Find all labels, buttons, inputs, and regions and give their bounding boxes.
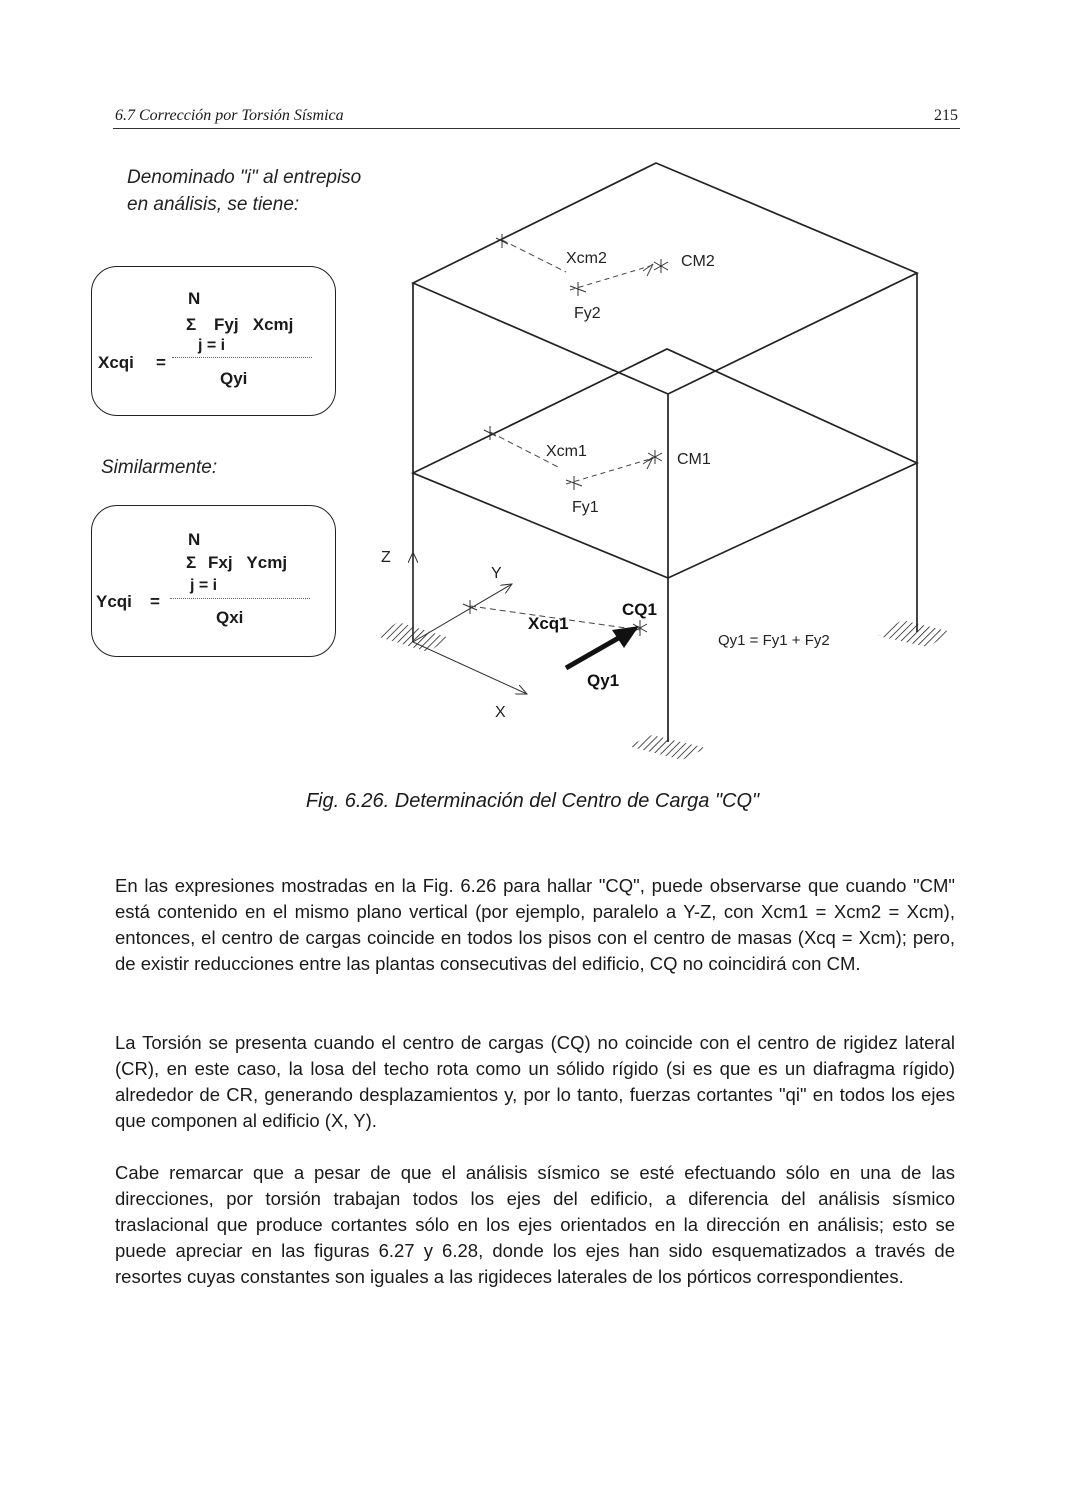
paragraph-1: En las expresiones mostradas en la Fig. …	[115, 875, 955, 974]
label-cm2: CM2	[681, 253, 715, 270]
fy1-arrow-head	[642, 456, 654, 470]
intro-line-1: Denominado "i" al entrepiso	[127, 167, 362, 188]
cm1-mark	[647, 450, 663, 464]
formula-y-equals: =	[150, 592, 160, 611]
label-z: Z	[381, 549, 391, 566]
qy1-arrow-head	[612, 626, 639, 648]
formula-x-upper-limit: N	[188, 289, 201, 308]
formula-box-ycqi: N Σ Fxj Ycmj j = i Ycqi = Qxi	[91, 505, 336, 657]
intro-line-2: en análisis, se tiene:	[127, 194, 300, 215]
formula-y-upper-limit: N	[188, 530, 201, 549]
fy1-line	[565, 458, 651, 485]
label-fy1: Fy1	[572, 499, 599, 516]
formula-y-sigma: Σ	[186, 553, 197, 572]
y-axis	[412, 584, 512, 643]
formula-y-denominator: Qxi	[216, 608, 244, 627]
building-frame-figure: Xcm2 CM2 Fy2 Xcm1 CM1 Fy1 Z Y X Xcq1 CQ1…	[376, 162, 952, 760]
label-xcq1: Xcq1	[528, 614, 569, 633]
top-slab	[410, 162, 920, 395]
cm2-mark	[653, 259, 669, 273]
support-front	[628, 735, 706, 760]
formula-x-denominator: Qyi	[220, 369, 248, 388]
fy2-mark	[569, 282, 587, 296]
xcm1-start-mark	[483, 426, 497, 440]
label-qy1-equation: Qy1 = Fy1 + Fy2	[718, 632, 830, 649]
x-axis	[412, 641, 527, 694]
middle-slab	[410, 348, 920, 579]
intro-text: Denominado "i" al entrepiso en análisis,…	[127, 164, 361, 218]
formula-x-equals: =	[156, 353, 166, 372]
label-cq1: CQ1	[622, 600, 657, 619]
xcm1-dimension-line	[489, 431, 561, 469]
figure-caption: Fig. 6.26. Determinación del Centro de C…	[305, 790, 760, 812]
formula-y-lhs: Ycqi	[96, 592, 132, 611]
label-xcm2: Xcm2	[566, 250, 607, 267]
xcm2-dimension-line	[501, 239, 567, 273]
formula-x-lower-limit: j = i	[198, 337, 226, 354]
xcq1-start-mark	[462, 600, 478, 614]
paragraph-3: Cabe remarcar que a pesar de que el anál…	[115, 1162, 955, 1287]
formula-x-sigma: Σ	[186, 315, 197, 334]
fy2-line	[569, 265, 651, 291]
label-x: X	[495, 704, 506, 721]
formula-x-numerator: Fyj Xcmj	[214, 315, 294, 334]
paragraph-2: La Torsión se presenta cuando el centro …	[115, 1032, 955, 1131]
header-rule	[113, 128, 960, 129]
label-qy1: Qy1	[587, 671, 619, 690]
similarmente-text: Similarmente:	[101, 457, 218, 478]
xcm2-start-mark	[495, 234, 509, 248]
running-header-section: 6.7 Corrección por Torsión Sísmica	[115, 107, 344, 124]
fy1-mark	[565, 476, 583, 490]
xcq1-dimension-line	[469, 605, 641, 631]
label-y: Y	[491, 565, 502, 582]
label-xcm1: Xcm1	[546, 443, 587, 460]
formula-y-fraction-line	[170, 598, 310, 599]
fy2-arrow-head	[642, 263, 654, 277]
support-right	[878, 620, 952, 647]
formula-y-numerator: Fxj Ycmj	[208, 553, 288, 572]
formula-y-lower-limit: j = i	[190, 577, 218, 594]
page-number: 215	[934, 107, 958, 124]
label-fy2: Fy2	[574, 305, 601, 322]
formula-x-fraction-line	[172, 357, 312, 358]
formula-x-lhs: Xcqi	[98, 353, 134, 372]
formula-box-xcqi: N Σ Fyj Xcmj j = i Xcqi = Qyi	[91, 266, 336, 416]
label-cm1: CM1	[677, 451, 711, 468]
qy1-arrow-shaft	[564, 633, 624, 671]
